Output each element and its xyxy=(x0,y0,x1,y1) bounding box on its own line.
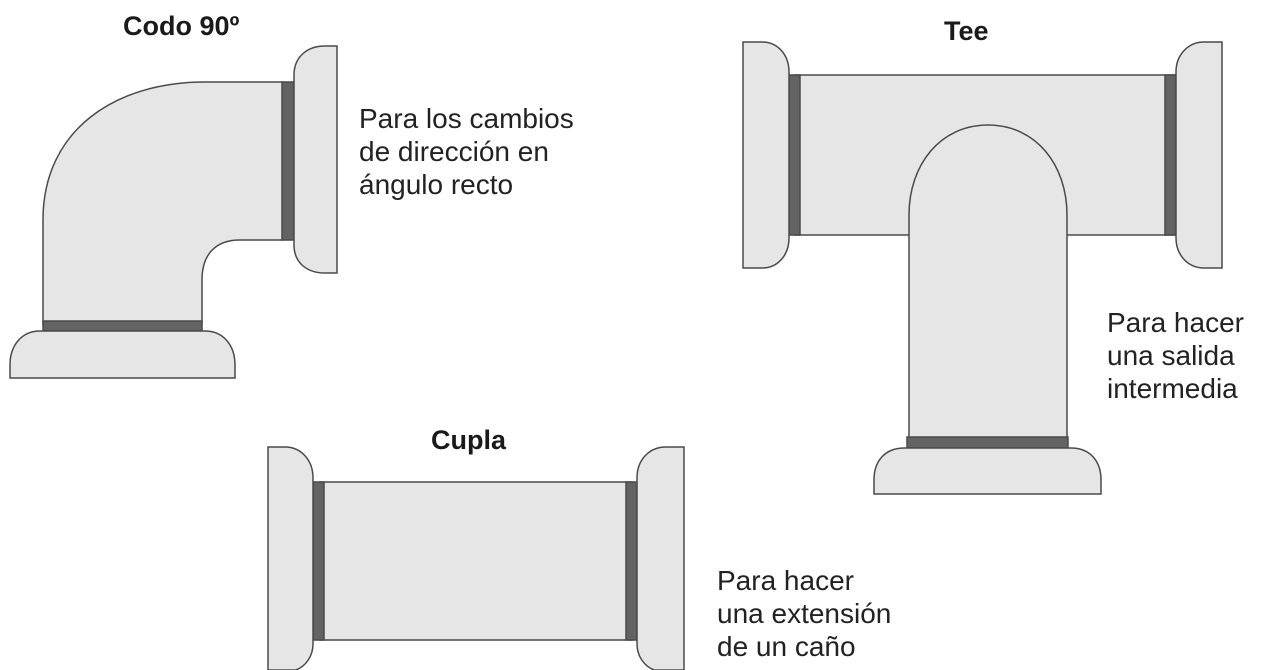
tee-band-right xyxy=(1164,74,1177,236)
tee-flange-right xyxy=(1175,41,1223,269)
tee-flange-left xyxy=(742,41,790,269)
elbow-fitting xyxy=(9,45,338,379)
elbow-flange-right xyxy=(293,45,338,274)
tee-band-bottom xyxy=(906,436,1069,449)
elbow-description-line: Para los cambios xyxy=(359,103,574,134)
tee-description-line: una salida xyxy=(1107,340,1235,371)
elbow-description: Para los cambios de dirección en ángulo … xyxy=(359,102,574,201)
coupling-description-line: de un caño xyxy=(717,631,856,662)
tee-description-line: intermedia xyxy=(1107,373,1238,404)
coupling-body xyxy=(319,481,633,641)
elbow-band-bottom xyxy=(42,320,203,332)
coupling-flange-right xyxy=(636,446,685,670)
tee-title: Tee xyxy=(944,16,989,46)
coupling-description: Para hacer una extensión de un caño xyxy=(717,564,891,663)
coupling-description-line: una extensión xyxy=(717,598,892,629)
tee-body-branch xyxy=(908,124,1068,441)
coupling-title: Cupla xyxy=(431,425,507,455)
elbow-description-line: de dirección en xyxy=(359,136,549,167)
elbow-band-right xyxy=(281,81,295,241)
tee-description: Para hacer una salida intermedia xyxy=(1107,306,1244,405)
coupling-description-line: Para hacer xyxy=(717,565,854,596)
tee-band-left xyxy=(788,74,801,236)
coupling-band-right xyxy=(625,481,638,641)
elbow-description-line: ángulo recto xyxy=(359,169,514,200)
tee-fitting xyxy=(742,41,1223,495)
elbow-title: Codo 90º xyxy=(123,11,240,41)
coupling-band-left xyxy=(312,481,325,641)
coupling-flange-left xyxy=(267,446,314,670)
tee-description-line: Para hacer xyxy=(1107,307,1244,338)
coupling-fitting xyxy=(267,446,685,670)
tee-flange-bottom xyxy=(873,447,1102,495)
elbow-body xyxy=(42,81,284,325)
elbow-flange-bottom xyxy=(9,330,236,379)
